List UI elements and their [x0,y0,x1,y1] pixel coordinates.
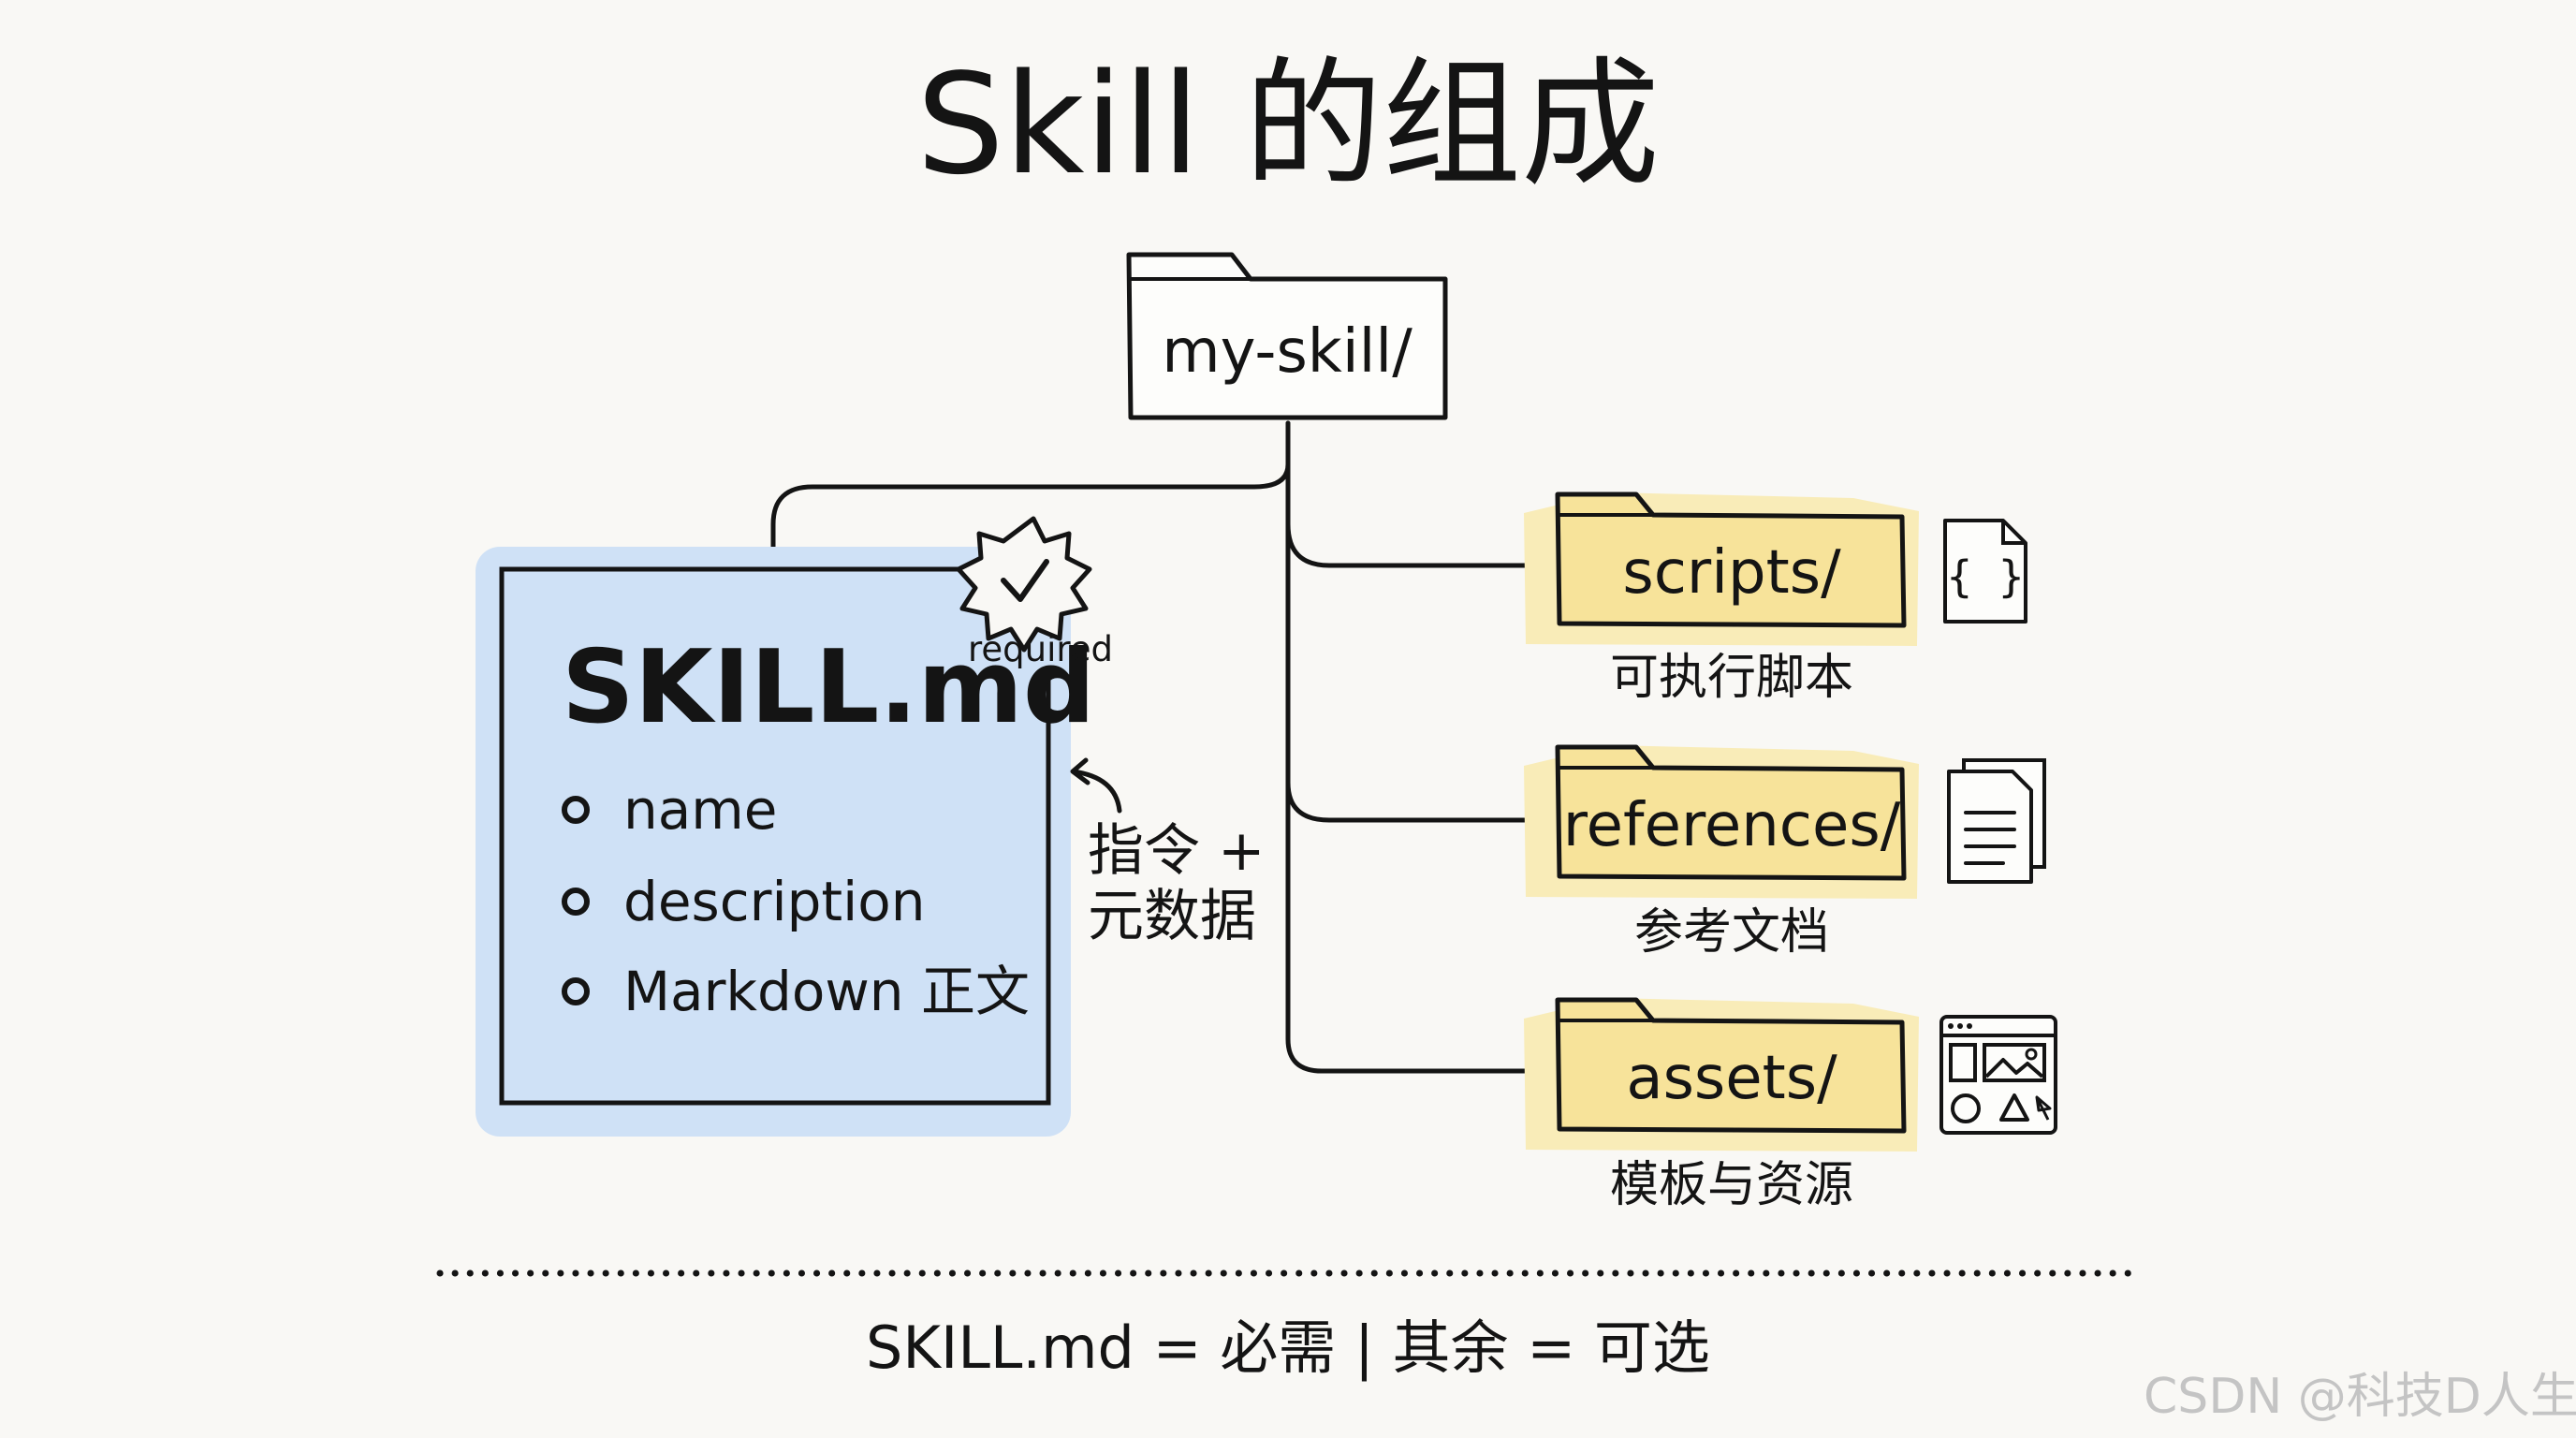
bullet-icon [562,795,590,824]
skill-card-highlight [476,547,1071,1137]
annotation-line-1: 指令 + [1088,818,1266,884]
folder-icon-references [1555,744,1907,881]
folder-caption-scripts: 可执行脚本 [1609,650,1853,706]
media-assets-icon [1939,1015,2057,1135]
folder-label-assets: assets/ [1626,1044,1837,1113]
svg-text:{ }: { } [1946,551,2024,602]
folder-icon-scripts [1555,492,1907,628]
skill-field-name: name [562,777,777,843]
connector-to-scripts [1285,521,1538,568]
root-folder-label: my-skill/ [1162,317,1412,387]
connector-trunk [1285,420,1538,1074]
annotation-line-2: 元数据 [1088,884,1256,949]
folder-icon-assets [1555,997,1907,1134]
connector-to-references [1285,780,1538,823]
folder-label-scripts: scripts/ [1622,538,1841,608]
skill-file-title: SKILL.md [562,629,1096,746]
documents-icon [1947,758,2046,884]
skill-field-description: description [562,869,925,934]
bullet-icon [562,976,590,1005]
verified-badge-icon [956,516,1092,653]
folder-label-references: references/ [1562,791,1901,860]
folder-caption-references: 参考文档 [1633,904,1829,961]
annotation-arrow [1070,757,1122,814]
code-file-icon: { } [1943,519,2027,624]
folder-icon-root [1126,252,1448,420]
required-badge-label: required [968,629,1114,669]
skill-field-body: Markdown 正文 [562,959,1030,1024]
legend-footer: SKILL.md = 必需 | 其余 = 可选 [866,1313,1710,1382]
diagram-title: Skill 的组成 [915,44,1661,205]
bullet-icon [562,887,590,916]
folder-caption-assets: 模板与资源 [1609,1157,1853,1213]
watermark: CSDN @科技D人生 [2144,1369,2576,1425]
